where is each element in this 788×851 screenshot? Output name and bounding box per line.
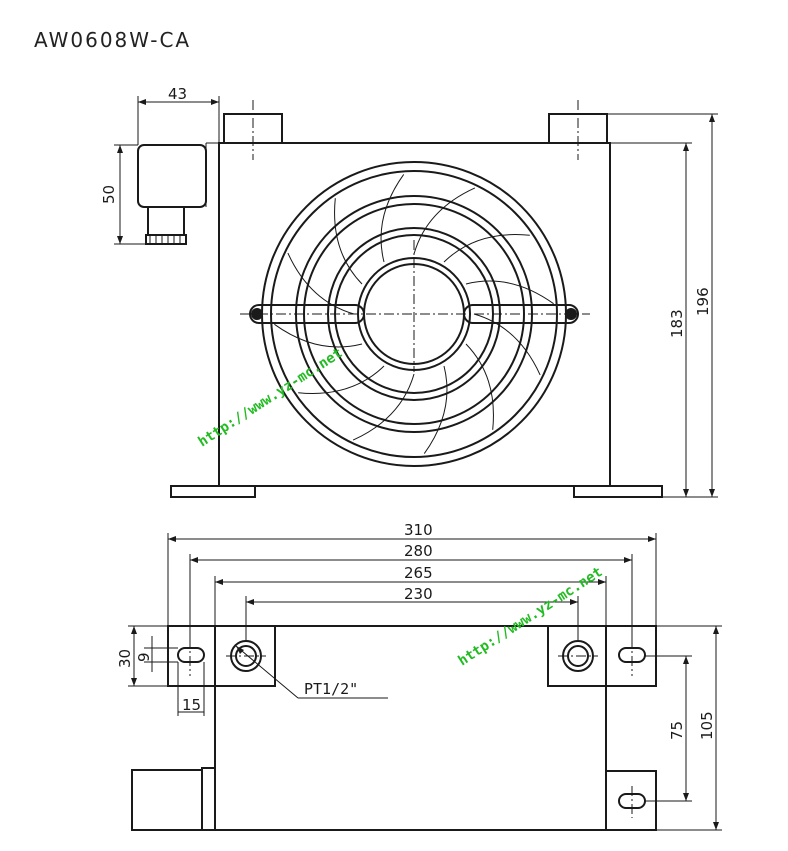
fan-blade bbox=[298, 365, 385, 394]
fan-blade bbox=[423, 365, 448, 454]
motor-stub bbox=[131, 769, 203, 831]
fan-blade bbox=[352, 373, 415, 441]
gland-nut bbox=[145, 234, 187, 245]
top-view: 310 280 265 230 30 9 bbox=[116, 521, 722, 831]
front-view: 43 50 183 196 http://www.yz-mc.net bbox=[100, 85, 718, 498]
dim-183: 183 bbox=[668, 309, 686, 338]
dim-50: 50 bbox=[100, 185, 118, 204]
fan-blade bbox=[380, 174, 405, 263]
dim-43: 43 bbox=[168, 85, 187, 103]
drawing-title: AW0608W-CA bbox=[34, 28, 192, 52]
fan-blade bbox=[413, 187, 476, 255]
cable-gland bbox=[147, 206, 185, 236]
watermark-top: http://www.yz-mc.net bbox=[455, 564, 605, 669]
fan-blade bbox=[274, 323, 363, 348]
fan-blade bbox=[465, 280, 554, 305]
dim-310: 310 bbox=[404, 521, 433, 539]
dim-105: 105 bbox=[698, 711, 716, 740]
port-thread-label: PT1/2" bbox=[304, 680, 358, 698]
fan-blade bbox=[443, 234, 530, 263]
mount-slot-left bbox=[177, 647, 205, 663]
left-foot bbox=[170, 485, 256, 498]
fan-blade bbox=[334, 198, 363, 285]
dim-15: 15 bbox=[182, 696, 201, 714]
dim-196: 196 bbox=[694, 287, 712, 316]
fan-blade bbox=[287, 252, 355, 315]
fan-guard bbox=[240, 161, 590, 467]
bolt-left bbox=[251, 308, 263, 320]
right-foot bbox=[573, 485, 663, 498]
motor-flange bbox=[201, 767, 216, 831]
dim-9: 9 bbox=[135, 652, 153, 662]
dim-280: 280 bbox=[404, 542, 433, 560]
fan-blade bbox=[473, 313, 541, 376]
dim-30: 30 bbox=[116, 649, 134, 668]
dim-265: 265 bbox=[404, 564, 433, 582]
dim-230: 230 bbox=[404, 585, 433, 603]
fan-blade bbox=[465, 343, 494, 430]
dim-75: 75 bbox=[668, 721, 686, 740]
junction-box bbox=[137, 144, 207, 208]
cooler-body-top bbox=[214, 625, 607, 831]
